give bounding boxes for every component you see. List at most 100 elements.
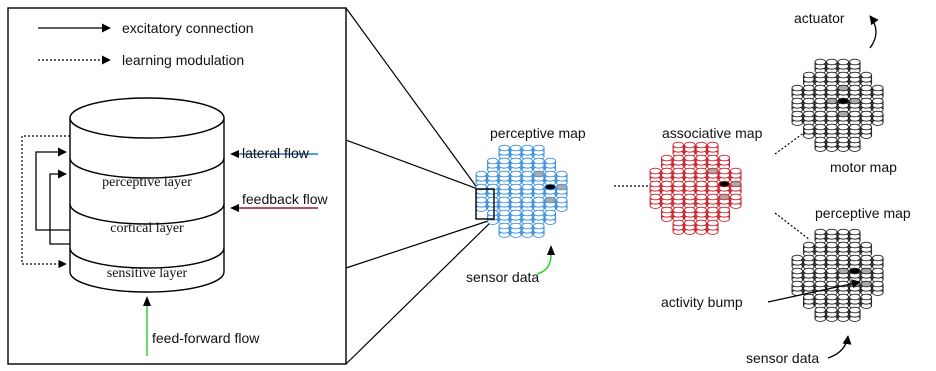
right-perceptive-map-cell: [860, 267, 873, 283]
associative-map-cell: [707, 193, 719, 209]
right-perceptive-map-cell: [860, 254, 873, 270]
motor-map-cell: [826, 58, 838, 74]
right-perceptive-map-cell: [872, 254, 884, 270]
learning-modulation-loop: [21, 135, 70, 269]
perceptive-map-cell: [521, 157, 534, 173]
legend-learning: learning modulation: [122, 52, 244, 68]
feedforward-flow-head: [143, 296, 151, 306]
perceptive-map-cell: [498, 157, 511, 173]
associative-motor-link: [774, 131, 806, 155]
associative-map-cell: [684, 193, 696, 209]
perceptive-map-cell: [510, 196, 522, 212]
right-perceptive-map-cell: [791, 254, 804, 270]
excitatory-loop-inner: [49, 169, 70, 245]
right-perceptive-map-cell: [860, 280, 873, 296]
associative-map-cell: [649, 193, 662, 209]
perceptive-map-cell: [475, 170, 488, 186]
zoom-square: [475, 188, 495, 220]
right-perceptive-map-cell: [803, 241, 815, 257]
right-perceptive-map-cell: [872, 280, 884, 296]
zoom-line-upper: [345, 139, 479, 190]
right-perceptive-map-cell: [791, 267, 804, 283]
associative-map-cell: [718, 180, 731, 196]
perceptive-map-cell: [533, 222, 545, 238]
right-perceptive-map-cell: [803, 293, 815, 309]
motor-map-cell: [791, 97, 804, 113]
right-perceptive-map-cell: [837, 293, 850, 309]
perceptive-map-cell: [544, 183, 557, 199]
right-perceptive-map-cell: [860, 293, 873, 309]
perceptive-map-cell: [510, 170, 522, 186]
right-perceptive-map-cell: [849, 306, 861, 322]
lateral-flow-label: lateral flow: [242, 145, 310, 161]
associative-map-cell: [707, 167, 719, 183]
associative-map-cell: [661, 154, 673, 170]
right-perceptive-map-cell: [814, 293, 827, 309]
associative-map-cell: [661, 193, 673, 209]
perceptive-map-cell: [556, 196, 568, 212]
associative-perceptive-link: [774, 212, 811, 241]
right-perceptive-map-cell: [791, 280, 804, 296]
associative-map-cell: [695, 141, 708, 157]
sensitive-layer-label: sensitive layer: [107, 266, 188, 281]
associative-map-cell: [695, 154, 708, 170]
motor-map-cell: [814, 71, 827, 87]
motor-map-cell: [826, 123, 838, 139]
right-perceptive-map-cell: [814, 267, 827, 283]
right-perceptive-map-cell: [826, 228, 838, 244]
motor-map-cell: [860, 97, 873, 113]
motor-map-cell: [791, 84, 804, 100]
perceptive-map-cell: [510, 144, 522, 160]
associative-map-cell: [672, 193, 685, 209]
right-perceptive-map-cell: [814, 306, 827, 322]
motor-map-cell: [803, 71, 815, 87]
right-perceptive-map-cell: [814, 280, 827, 296]
right-perceptive-map-label: perceptive map: [815, 205, 911, 221]
perceptive-map-cell: [487, 170, 499, 186]
perceptive-map-cell: [498, 222, 511, 238]
legend-excitatory: excitatory connection: [122, 20, 254, 36]
associative-map-label: associative map: [662, 125, 763, 141]
activity-bump-label: activity bump: [661, 294, 743, 310]
right-perceptive-map-cell: [837, 254, 850, 270]
motor-map-cell: [826, 84, 838, 100]
perceptive-map-cell: [521, 183, 534, 199]
motor-map-cell: [860, 110, 873, 126]
associative-map-cell: [672, 154, 685, 170]
feedback-flow-head: [230, 204, 239, 212]
perceptive-map-cell: [498, 170, 511, 186]
right-perceptive-map-cell: [837, 306, 850, 322]
perceptive-map-cell: [533, 196, 545, 212]
motor-map-cell: [814, 123, 827, 139]
motor-map-cell: [849, 97, 861, 113]
associative-map-cell: [718, 154, 731, 170]
associative-map-cell: [672, 167, 685, 183]
motor-map-cell: [791, 110, 804, 126]
right-perceptive-map-cell: [849, 254, 861, 270]
associative-map-cell: [730, 167, 742, 183]
perceptive-map-cell: [533, 144, 545, 160]
associative-map-cell: [695, 193, 708, 209]
motor-map-cell: [814, 84, 827, 100]
actuator-label: actuator: [794, 10, 845, 26]
feedback-flow-label: feedback flow: [242, 191, 328, 207]
motor-map-cell: [849, 110, 861, 126]
associative-map-cell: [707, 219, 719, 235]
perceptive-map-cell: [533, 157, 545, 173]
motor-map-cell: [872, 110, 884, 126]
right-perceptive-map-cell: [837, 241, 850, 257]
motor-map-cell: [872, 84, 884, 100]
motor-map-cell: [872, 97, 884, 113]
perceptive-map-cell: [521, 196, 534, 212]
associative-map-cell: [684, 141, 696, 157]
motor-map-cell: [849, 84, 861, 100]
right-perceptive-map-cell: [826, 280, 838, 296]
motor-map-cell: [814, 58, 827, 74]
motor-map-cell: [803, 110, 815, 126]
associative-map-cell: [707, 180, 719, 196]
perceptive-map-cell: [498, 196, 511, 212]
associative-map-cell: [707, 141, 719, 157]
associative-map-cell: [684, 167, 696, 183]
perceptive-map-cell: [510, 209, 522, 225]
